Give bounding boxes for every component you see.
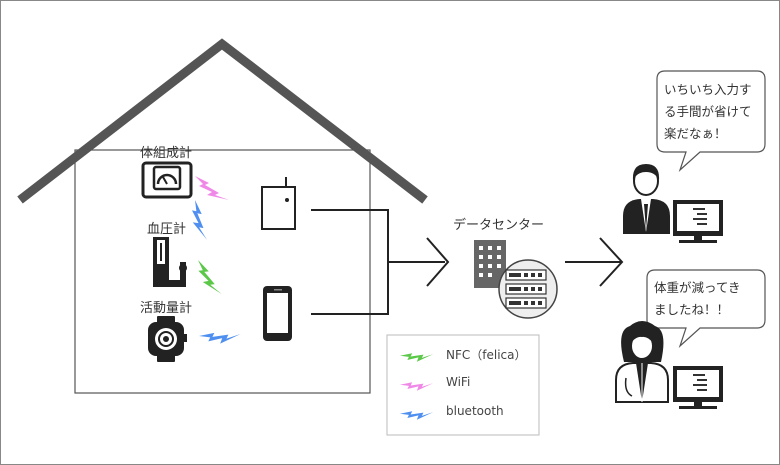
data-center-label: データセンター bbox=[453, 218, 545, 233]
computer-monitor-icon bbox=[673, 200, 723, 243]
legend-box bbox=[386, 334, 540, 436]
device-label-blood-pressure: 血圧計 bbox=[147, 222, 187, 237]
house-outline bbox=[17, 38, 428, 394]
smartphone-icon bbox=[263, 286, 292, 341]
legend-label-wifi: WiFi bbox=[446, 375, 471, 389]
computer-monitor-icon bbox=[673, 366, 723, 409]
device-label-body-composition: 体組成計 bbox=[140, 146, 193, 161]
nfc-signal-icon bbox=[189, 260, 230, 295]
wifi-signal-icon bbox=[195, 176, 229, 200]
legend-label-bluetooth: bluetooth bbox=[446, 404, 504, 418]
activity-tracker-icon bbox=[148, 316, 187, 362]
connector-lines bbox=[311, 209, 624, 315]
blood-pressure-monitor-icon bbox=[153, 237, 187, 287]
bubble-text-doctor: 体重が減ってき ましたね！！ bbox=[654, 280, 741, 317]
bluetooth-signal-icon bbox=[199, 315, 241, 355]
device-label-activity-tracker: 活動量計 bbox=[140, 301, 193, 316]
doctor-avatar bbox=[615, 321, 669, 403]
router-icon bbox=[261, 177, 296, 230]
speech-bubble-doctor bbox=[646, 269, 766, 348]
bluetooth-signal-icon bbox=[180, 200, 222, 240]
server-icon bbox=[498, 259, 558, 319]
bubble-text-man: いちいち入力す る手間が省けて 楽だなぁ！ bbox=[664, 82, 752, 141]
legend-label-nfc: NFC（felica） bbox=[446, 348, 527, 362]
speech-bubble-man bbox=[656, 70, 766, 172]
man-avatar bbox=[623, 164, 670, 234]
body-composition-scale-icon bbox=[141, 161, 193, 199]
